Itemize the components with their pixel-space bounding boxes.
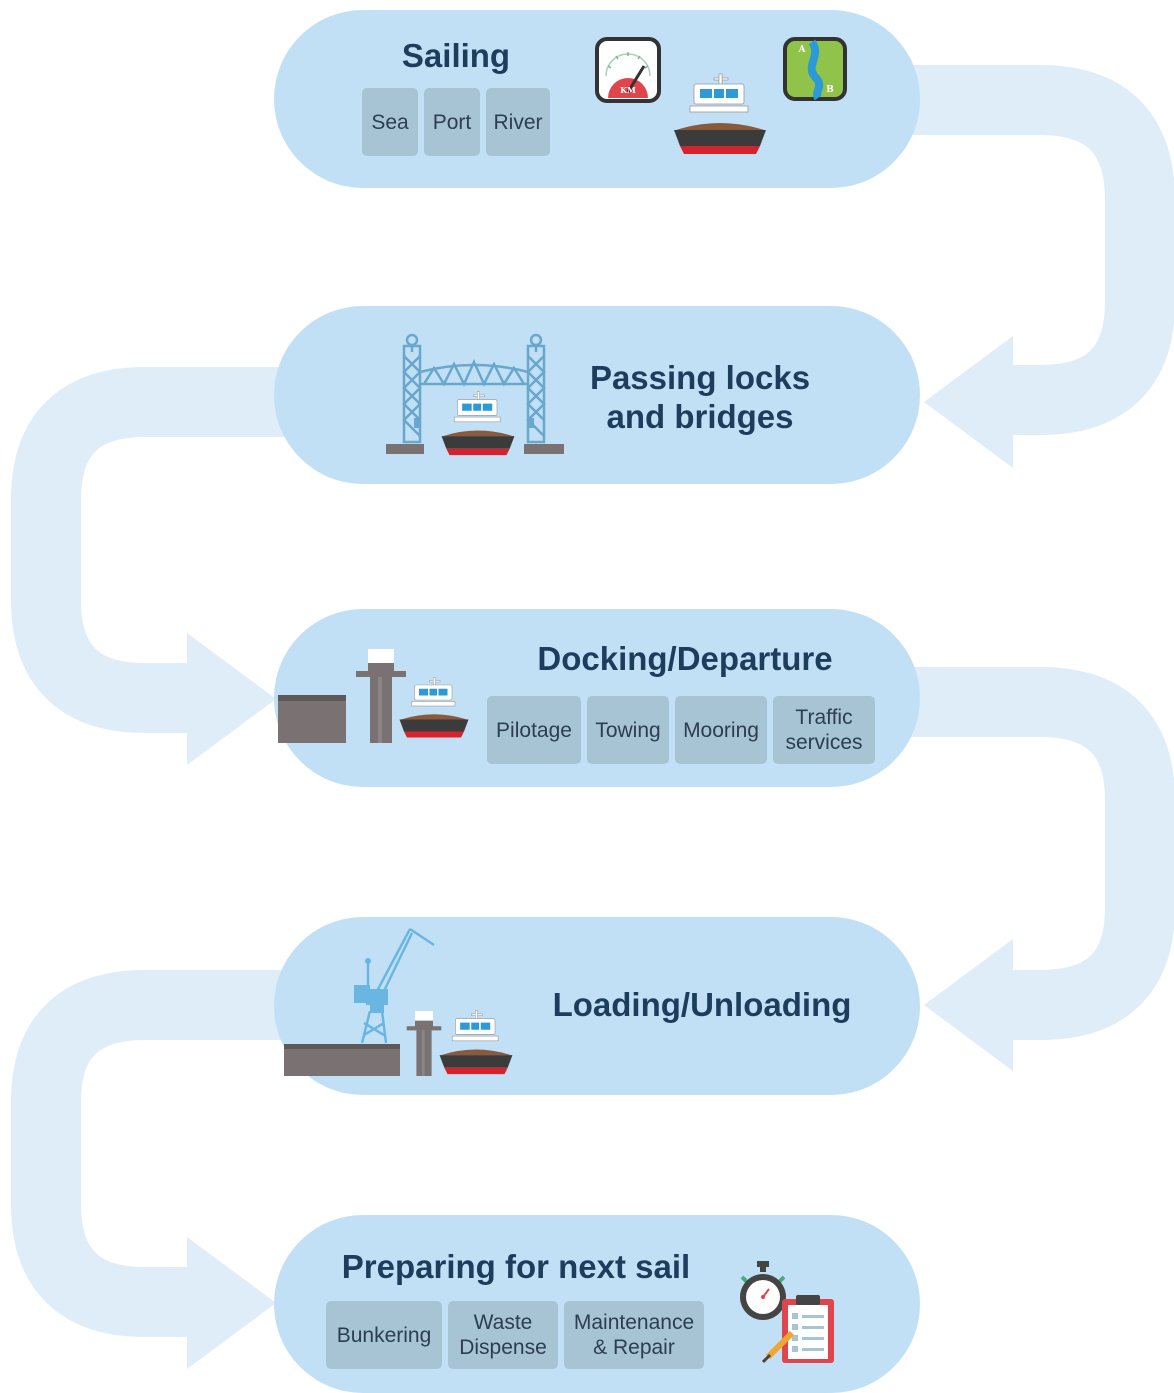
chip-mooring: Mooring [675, 696, 767, 764]
chip-traffic-services: Traffic services [773, 696, 875, 764]
chip-line: services [785, 731, 863, 754]
bollard-icon [406, 1011, 442, 1076]
flow-arrowhead [924, 939, 1013, 1071]
stage-title: Docking/Departure [537, 640, 833, 677]
chip-river: River [486, 88, 550, 156]
chip-line: & Repair [593, 1336, 675, 1359]
quay-icon [284, 1044, 400, 1076]
stage-title: Sailing [401, 37, 511, 74]
lift-bridge-icon [386, 333, 564, 454]
ship-icon [439, 1010, 513, 1075]
bollard-icon [356, 649, 406, 743]
flow-arrowhead [187, 633, 276, 765]
stage-locks-bridges: Passing locks and bridges [274, 306, 920, 484]
stopwatch-icon [740, 1261, 786, 1320]
chip-bunkering: Bunkering [326, 1301, 442, 1369]
ship-icon [674, 73, 766, 154]
flow-arrow-band [11, 970, 290, 1337]
route-map-icon: A B [783, 37, 847, 101]
chip-maintenance-repair: Maintenance & Repair [564, 1301, 704, 1369]
ship-icon [441, 391, 515, 456]
map-label-b: B [826, 85, 834, 95]
stage-title: Passing locks and bridges [570, 358, 830, 436]
flow-arrowhead [924, 336, 1013, 468]
flow-arrow-band [900, 65, 1174, 435]
flow-arrow-band [11, 367, 290, 733]
stage-title-line: Passing locks [589, 359, 811, 396]
pencil-icon [761, 1330, 795, 1364]
stage-title: Preparing for next sail [341, 1248, 691, 1285]
stage-docking-departure: Docking/Departure Pilotage Towing Moorin… [274, 609, 920, 787]
map-label-a: A [798, 45, 807, 55]
checklist-icon [782, 1295, 834, 1363]
chip-line: Dispense [459, 1336, 547, 1359]
chip-sea: Sea [362, 88, 418, 156]
chip-pilotage: Pilotage [487, 696, 581, 764]
speedometer-icon: KM [595, 37, 661, 103]
ship-icon [399, 677, 469, 738]
stage-sailing: Sailing Sea Port River KM A B [274, 10, 920, 188]
stage-loading-unloading: Loading/Unloading [274, 917, 920, 1095]
gauge-label: KM [620, 85, 636, 95]
chip-waste-dispense: Waste Dispense [448, 1301, 558, 1369]
flow-arrow-band [900, 667, 1174, 1040]
flow-arrowhead [187, 1237, 276, 1369]
chip-line: Maintenance [573, 1311, 695, 1334]
stage-title-line: and bridges [606, 398, 794, 435]
chip-line: Waste [473, 1311, 533, 1334]
chip-line: Traffic [795, 706, 853, 729]
stage-preparing-next-sail: Preparing for next sail Bunkering Waste … [274, 1215, 920, 1393]
chip-towing: Towing [587, 696, 669, 764]
quay-icon [278, 695, 346, 743]
crane-icon [354, 927, 435, 1044]
stage-title: Loading/Unloading [552, 986, 852, 1023]
chip-port: Port [424, 88, 480, 156]
